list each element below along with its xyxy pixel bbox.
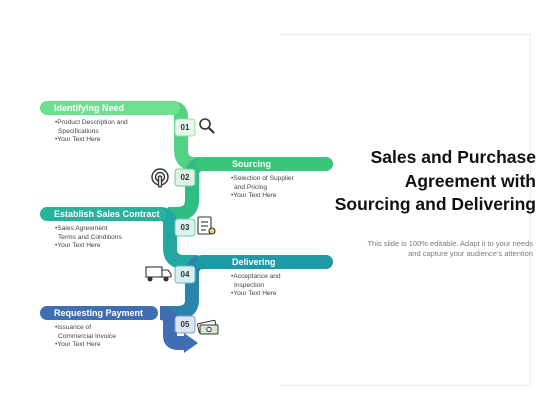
step-2-bullets: •Selection of Supplier and Pricing •Your… <box>231 175 294 201</box>
step-1-bullet-3: •Your Text Here <box>55 136 101 144</box>
step-5-pill <box>40 306 158 320</box>
step-2-bullet-2: and Pricing <box>234 183 267 191</box>
step-5-bullets: •Issuance of Commercial Invoice •Your Te… <box>55 324 116 350</box>
end-arrow-head <box>184 333 198 353</box>
step-3-label: Establish Sales Contract <box>54 209 160 219</box>
step-5-bullet-3: •Your Text Here <box>55 341 101 349</box>
slide-title-line-1: Sales and Purchase <box>370 147 536 167</box>
step-4-label: Delivering <box>232 257 276 267</box>
contract-document-icon <box>197 216 216 235</box>
step-4-bullets: •Acceptance and Inspection •Your Text He… <box>231 273 281 299</box>
step-5-number: 05 <box>180 319 190 329</box>
step-3-bullet-3: •Your Text Here <box>55 242 101 250</box>
slide-title-line-2: Agreement with <box>404 170 536 191</box>
step-4-bullet-2: Inspection <box>234 281 265 289</box>
step-3-bullets: •Sales Agreement Terms and Conditions •Y… <box>55 225 122 251</box>
slide-title-line-3: Sourcing and Delivering <box>334 194 536 214</box>
step-1-pill <box>40 101 180 115</box>
step-1-bullets: •Product Description and Specifications … <box>55 119 128 145</box>
step-1-label: Identifying Need <box>54 103 125 113</box>
step-5-bullet-1: •Issuance of <box>55 324 92 331</box>
magnifier-icon <box>199 118 215 134</box>
content-card <box>280 34 531 386</box>
step-2-pill <box>196 157 333 171</box>
step-3-bullet-1: •Sales Agreement <box>55 225 108 232</box>
connector-5-end <box>159 306 186 350</box>
step-5-number-box <box>174 315 196 334</box>
step-3-bullet-2: Terms and Conditions <box>58 233 122 241</box>
delivery-truck-icon <box>145 266 172 282</box>
slide-description: This slide is 100% editable. Adapt it to… <box>330 239 533 259</box>
step-1-bullet-1: •Product Description and <box>55 119 128 126</box>
step-2-label: Sourcing <box>232 159 272 169</box>
step-5-bullet-2: Commercial Invoice <box>58 332 116 340</box>
slide-description-line-2: and capture your audience's attention <box>408 249 533 258</box>
slide-title: Sales and Purchase Agreement with Sourci… <box>300 146 536 217</box>
step-3-number-box <box>174 218 196 237</box>
step-5-label: Requesting Payment <box>54 308 144 318</box>
step-4-number: 04 <box>180 269 190 279</box>
step-4-bullet-3: •Your Text Here <box>231 290 277 298</box>
step-3-pill <box>40 207 166 221</box>
payment-cash-icon <box>197 319 219 335</box>
step-2-bullet-1: •Selection of Supplier <box>231 175 294 182</box>
step-4-pill <box>196 255 333 269</box>
step-1-bullet-2: Specifications <box>58 127 99 135</box>
step-2-bullet-3: •Your Text Here <box>231 192 277 200</box>
step-4-number-box <box>174 265 196 284</box>
touch-hand-icon <box>151 168 169 188</box>
step-1-number-box <box>174 118 196 137</box>
step-2-number: 02 <box>180 172 190 182</box>
step-4-bullet-1: •Acceptance and <box>231 273 281 280</box>
slide-description-line-1: This slide is 100% editable. Adapt it to… <box>367 239 533 248</box>
step-3-number: 03 <box>180 222 190 232</box>
step-1-number: 01 <box>180 122 190 132</box>
step-2-number-box <box>174 168 196 187</box>
